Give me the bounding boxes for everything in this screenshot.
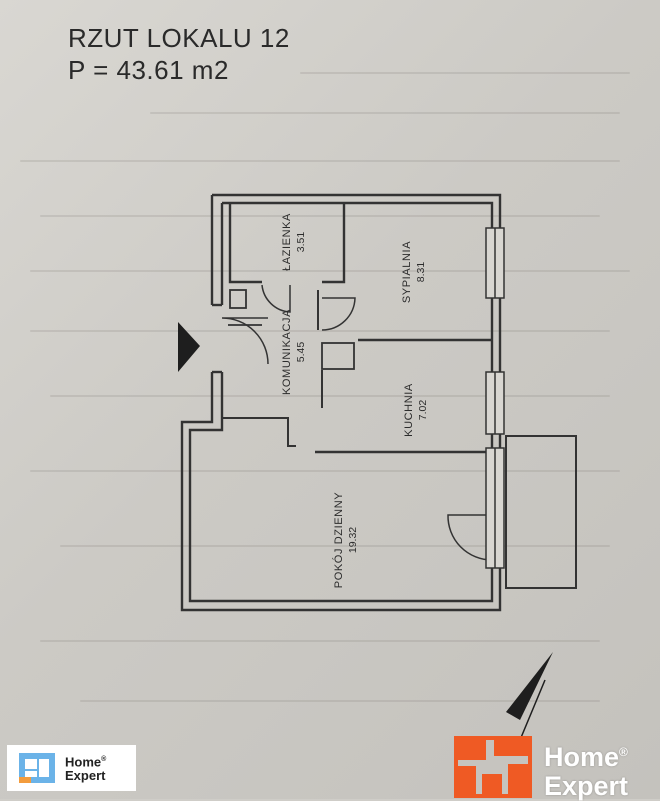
logo-large-registered: ®	[619, 745, 628, 759]
windows	[485, 227, 505, 569]
room-name-komunikacja: KOMUNIKACJA	[281, 309, 293, 395]
room-area-lazienka: 3.51	[295, 232, 307, 253]
logo-wordmark: Home® Expert	[65, 753, 106, 783]
room-area-pokoj: 19.32	[347, 527, 359, 553]
bathroom-wall	[322, 203, 346, 284]
logo-home-expert-large: Home® Expert	[452, 736, 658, 801]
north-arrow-icon	[506, 652, 553, 720]
logo-large-word-home: Home	[544, 742, 620, 772]
room-name-pokoj: POKÓJ DZIENNY	[332, 492, 345, 588]
room-area-sypialnia: 8.31	[415, 262, 427, 283]
bleed-through-line	[30, 270, 630, 272]
logo-registered: ®	[101, 755, 107, 763]
plan-title-name: RZUT LOKALU 12	[68, 23, 290, 53]
vent-shaft	[229, 289, 247, 309]
logo-large-word-expert: Expert	[544, 771, 629, 801]
room-name-lazienka: ŁAZIENKA	[281, 213, 293, 271]
bleed-through-line	[30, 330, 610, 332]
bleed-through-line	[30, 470, 620, 472]
outer-wall-inner	[188, 201, 494, 603]
label-kuchnia: KUCHNIA 7.02	[403, 383, 429, 437]
entrance-door-swing	[221, 317, 269, 365]
bleed-through-line	[50, 395, 610, 397]
doors	[221, 284, 493, 561]
logo-home-expert-small: Home® Expert	[7, 745, 136, 791]
bleed-through-line	[300, 72, 630, 74]
bathroom-door-swing	[261, 284, 291, 313]
logo-mark-large-icon	[454, 736, 532, 798]
room-area-komunikacja: 5.45	[295, 342, 307, 363]
bathroom-wall	[228, 203, 262, 284]
label-sypialnia: SYPIALNIA 8.31	[401, 241, 427, 303]
bleed-through-line	[20, 160, 620, 162]
corridor-wall-lower	[222, 417, 296, 447]
plan-title-area: P = 43.61 m2	[68, 55, 229, 85]
walls	[180, 193, 502, 612]
bleed-through-line	[80, 700, 600, 702]
room-area-kuchnia: 7.02	[417, 400, 429, 421]
bleed-through-line	[60, 545, 610, 547]
room-name-sypialnia: SYPIALNIA	[401, 241, 413, 303]
logo-wordmark-large: Home® Expert	[544, 738, 628, 801]
logo-word-expert: Expert	[65, 768, 106, 784]
outer-wall	[180, 193, 502, 612]
label-komunikacja: KOMUNIKACJA 5.45	[281, 309, 307, 395]
bleed-through-line	[40, 215, 600, 217]
bleed-through-line	[40, 640, 600, 642]
bleed-through-line	[150, 112, 620, 114]
plan-title: RZUT LOKALU 12 P = 43.61 m2	[68, 22, 290, 86]
room-name-kuchnia: KUCHNIA	[403, 383, 415, 437]
balcony	[505, 435, 577, 589]
label-pokoj: POKÓJ DZIENNY 19.32	[332, 492, 359, 588]
logo-mark-icon	[17, 751, 57, 785]
logo-word-home: Home	[65, 754, 102, 770]
entrance-arrow-icon	[178, 322, 200, 372]
shaft-box	[321, 342, 355, 370]
label-lazienka: ŁAZIENKA 3.51	[281, 213, 307, 271]
north-arrow-stem	[519, 679, 546, 741]
bedroom-door-swing	[321, 297, 356, 331]
